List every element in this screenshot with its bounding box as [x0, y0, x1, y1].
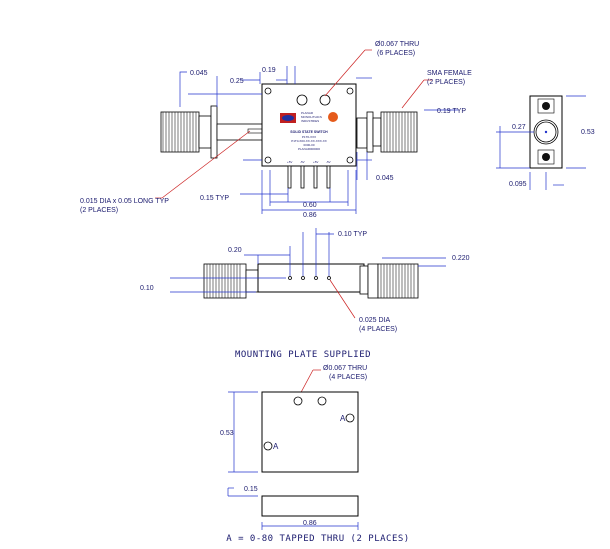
pin-note-places: (2 PLACES)	[80, 207, 118, 214]
mounting-plate: MOUNTING PLATE SUPPLIED Ø0.067 THRU (4 P…	[220, 350, 409, 544]
pin4-label: -5V	[326, 160, 331, 164]
pin-hole-icon	[314, 276, 318, 280]
logo-sun-icon	[328, 112, 338, 122]
mount-dim-053: 0.53	[220, 430, 234, 437]
side-right-connector	[377, 263, 419, 299]
plate-hole-icon	[317, 396, 327, 406]
center-pin-icon	[544, 130, 548, 134]
dim-010: 0.10	[140, 285, 154, 292]
dim-025: 0.25	[230, 78, 244, 85]
device-line2: P1T0-XXX	[302, 135, 316, 139]
left-sma-connector	[160, 105, 264, 159]
top-view-dimensions	[179, 66, 458, 214]
tapped-A-label: A	[340, 414, 346, 423]
end-dim-053: 0.53	[581, 129, 595, 136]
pin-dia-label: 0.025 DIA	[359, 317, 390, 324]
dim-0045-right: 0.045	[376, 175, 394, 182]
mount-hole-icon	[319, 94, 331, 106]
brand-line1: PLANAR	[301, 111, 314, 115]
tapped-A-label-2: A	[273, 442, 279, 451]
device-line4: 0000-00	[303, 143, 314, 147]
side-view: 0.20 0.10 TYP 0.220 0.10 0.025 DIA (4 PL…	[140, 228, 470, 333]
top-view-leaders	[155, 49, 432, 199]
brand-line3: INDUSTRIES	[301, 119, 319, 123]
end-dim-027: 0.27	[512, 124, 526, 131]
sma-face-inner-icon	[535, 121, 557, 143]
bottom-pins	[287, 165, 331, 189]
right-sma-connector	[356, 111, 418, 153]
mount-hole-label: Ø0.067 THRU	[323, 365, 367, 372]
pin2-label: -5V	[300, 160, 305, 164]
device-line3: P1T0-X00-XX-XX-XXX-XX	[291, 139, 327, 143]
end-view: 0.27 0.53 0.095	[496, 95, 595, 190]
end-hole-icon	[542, 102, 550, 110]
pin3-label: +5V	[313, 160, 318, 164]
pin-hole-icon	[288, 276, 292, 280]
pin1-label: +5V	[287, 160, 292, 164]
mount-dim-086: 0.86	[303, 520, 317, 527]
dim-060: 0.60	[303, 202, 317, 209]
mount-hole-icon	[346, 156, 354, 164]
side-view-leaders	[329, 279, 356, 319]
dim-019-typ: 0.19 TYP	[437, 108, 466, 115]
dc-pin	[247, 128, 263, 134]
dim-0045-left: 0.045	[190, 70, 208, 77]
dim-010-typ: 0.10 TYP	[338, 231, 367, 238]
pin-note: 0.015 DIA x 0.05 LONG TYP	[80, 198, 169, 205]
end-view-dimensions	[496, 95, 586, 190]
thru-hole-top-label: Ø0.067 THRU	[375, 41, 419, 48]
side-view-dimensions	[170, 228, 446, 293]
mount-hole-places: (4 PLACES)	[329, 374, 367, 381]
side-right-flange	[359, 265, 369, 295]
plate-hole-icon	[293, 396, 303, 406]
device-line5: PLANAR000000	[298, 147, 320, 151]
mount-plate-dimensions	[227, 391, 359, 530]
mount-plate-side	[261, 495, 359, 517]
dim-015-typ: 0.15 TYP	[200, 195, 229, 202]
pin-dia-places: (4 PLACES)	[359, 326, 397, 333]
dim-086-top: 0.86	[303, 212, 317, 219]
tapped-hole-icon	[263, 441, 273, 451]
dim-019: 0.19	[262, 67, 276, 74]
side-right-nut	[367, 263, 379, 299]
end-dim-0095: 0.095	[509, 181, 527, 188]
mount-hole-icon	[296, 94, 308, 106]
pin-hole-icon	[301, 276, 305, 280]
tapped-note: A = 0-80 TAPPED THRU (2 PLACES)	[226, 534, 409, 544]
end-square-bottom	[537, 149, 555, 165]
switch-body	[261, 83, 357, 167]
mount-plate-top	[261, 391, 359, 473]
dim-020: 0.20	[228, 247, 242, 254]
mount-title: MOUNTING PLATE SUPPLIED	[235, 350, 371, 360]
pin-hole-icon	[327, 276, 331, 280]
top-view: PLANAR MONOLITHICS INDUSTRIES SOLID STAT…	[80, 41, 472, 219]
device-title: SOLID STATE SWITCH	[290, 130, 328, 134]
mount-hole-icon	[264, 87, 272, 95]
sma-places-label: (2 PLACES)	[427, 79, 465, 86]
sma-female-label: SMA FEMALE	[427, 70, 472, 77]
mount-dim-015: 0.15	[244, 486, 258, 493]
dim-0220: 0.220	[452, 255, 470, 262]
side-left-nut	[245, 269, 259, 293]
mount-hole-icon	[346, 87, 354, 95]
tapped-hole-icon	[345, 413, 355, 423]
brand-line2: MONOLITHICS	[301, 115, 322, 119]
thru-hole-top-places: (6 PLACES)	[377, 50, 415, 57]
end-hole-icon	[542, 153, 550, 161]
end-square-top	[537, 98, 555, 114]
company-logo-icon	[280, 113, 296, 123]
mount-hole-icon	[264, 156, 272, 164]
